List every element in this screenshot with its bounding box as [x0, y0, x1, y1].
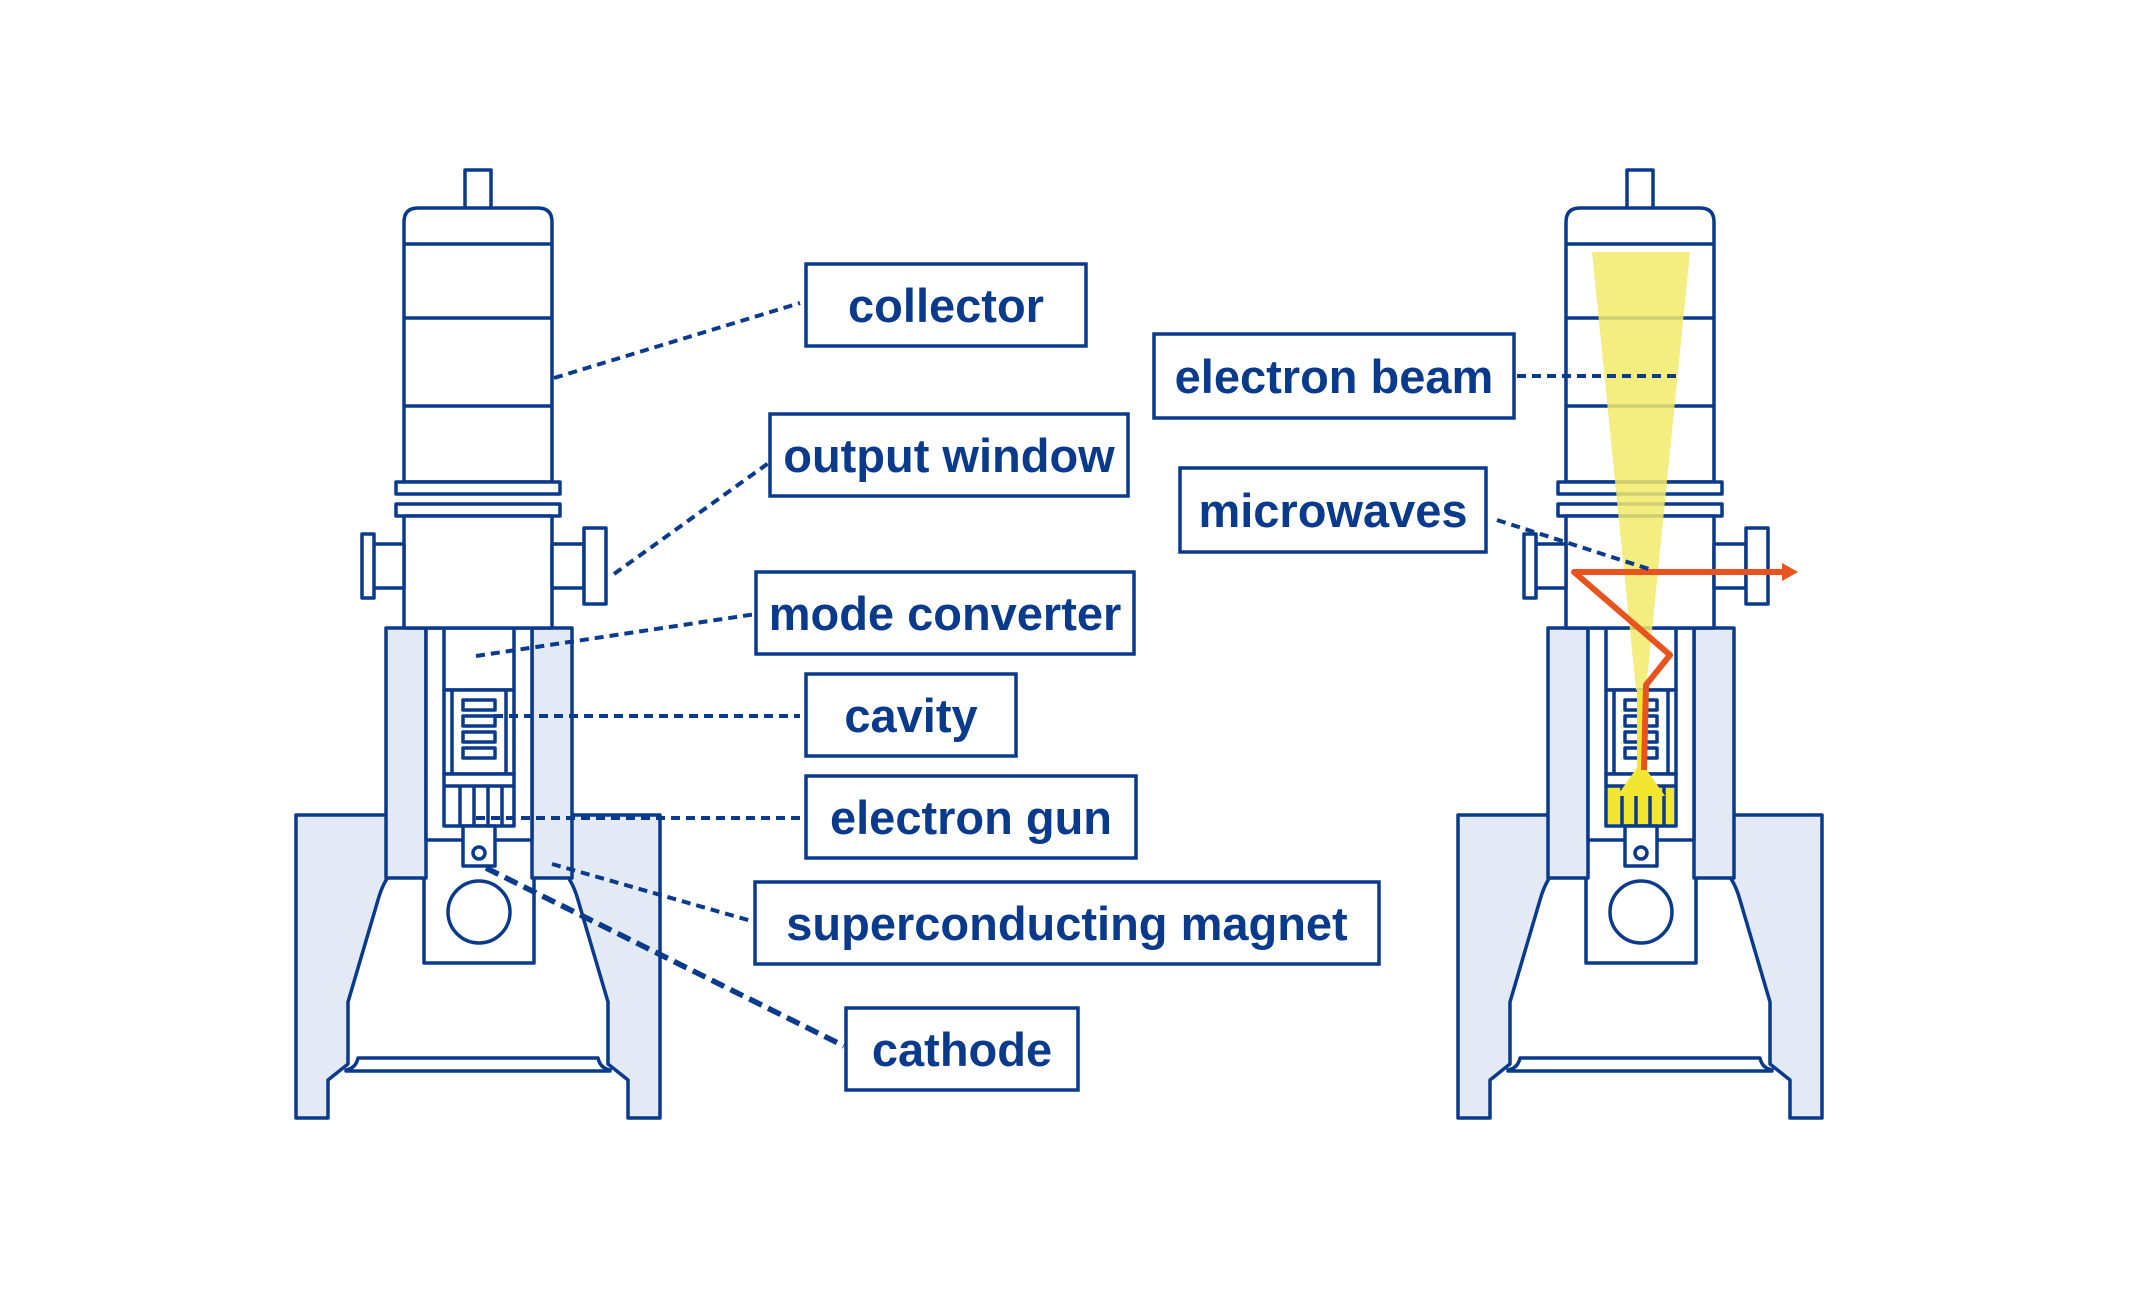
leader-mode-converter [475, 612, 757, 658]
magnet-inner-plate-right [1506, 1056, 1774, 1073]
svg-text:mode converter: mode converter [769, 587, 1122, 640]
magnet-column-right-b [1692, 626, 1736, 880]
svg-text:collector: collector [848, 279, 1044, 332]
label-superconducting-magnet: superconducting magnet [753, 880, 1381, 966]
bore-port-left [446, 879, 512, 945]
label-collector: collector [804, 262, 1088, 348]
collector-cap-left [463, 168, 493, 212]
electron-beam-cone [1592, 252, 1690, 690]
cathode-point-left [471, 845, 487, 861]
side-window-left-b [550, 542, 586, 590]
side-window-left-a [370, 542, 406, 590]
collector-body-left [402, 206, 554, 484]
microwave-path [1571, 569, 1784, 771]
leader-collector [553, 301, 801, 380]
label-electron-gun: electron gun [804, 774, 1138, 860]
side-window-right-a [1532, 542, 1568, 590]
label-output-window: output window [768, 412, 1130, 498]
leader-microwaves [1496, 518, 1653, 572]
svg-text:electron beam: electron beam [1175, 350, 1494, 403]
output-window-section-left [402, 514, 554, 630]
electron-beam-thread [1637, 690, 1645, 766]
microwave-arrowhead [1782, 563, 1798, 581]
label-mode-converter: mode converter [754, 570, 1136, 656]
leader-output-window [612, 460, 772, 576]
magnet-column-left-b [530, 626, 574, 880]
electron-beam-emitter [1617, 762, 1665, 796]
leader-cathode [484, 865, 846, 1049]
svg-text:cathode: cathode [872, 1023, 1052, 1076]
magnet-column-left-a [384, 626, 428, 880]
leader-lines [475, 301, 1676, 1049]
gyrotron-left [294, 168, 662, 1120]
svg-text:superconducting magnet: superconducting magnet [786, 897, 1348, 950]
svg-text:electron gun: electron gun [830, 791, 1112, 844]
cathode-point-right [1633, 845, 1649, 861]
label-cavity: cavity [804, 672, 1018, 758]
collector-cap-right [1625, 168, 1655, 212]
label-cathode: cathode [844, 1006, 1080, 1092]
leader-magnet [551, 862, 756, 924]
bore-port-right [1608, 879, 1674, 945]
side-window-right-b [1712, 542, 1748, 590]
label-electron-beam: electron beam [1152, 332, 1516, 420]
label-microwaves: microwaves [1178, 466, 1488, 554]
magnet-column-right-a [1546, 626, 1590, 880]
magnet-inner-plate-left [344, 1056, 612, 1073]
svg-text:output window: output window [783, 429, 1115, 482]
gyrotron-right [1456, 168, 1824, 1120]
mode-converter-body-left [442, 626, 516, 692]
svg-text:microwaves: microwaves [1198, 484, 1467, 537]
svg-text:cavity: cavity [844, 689, 977, 742]
